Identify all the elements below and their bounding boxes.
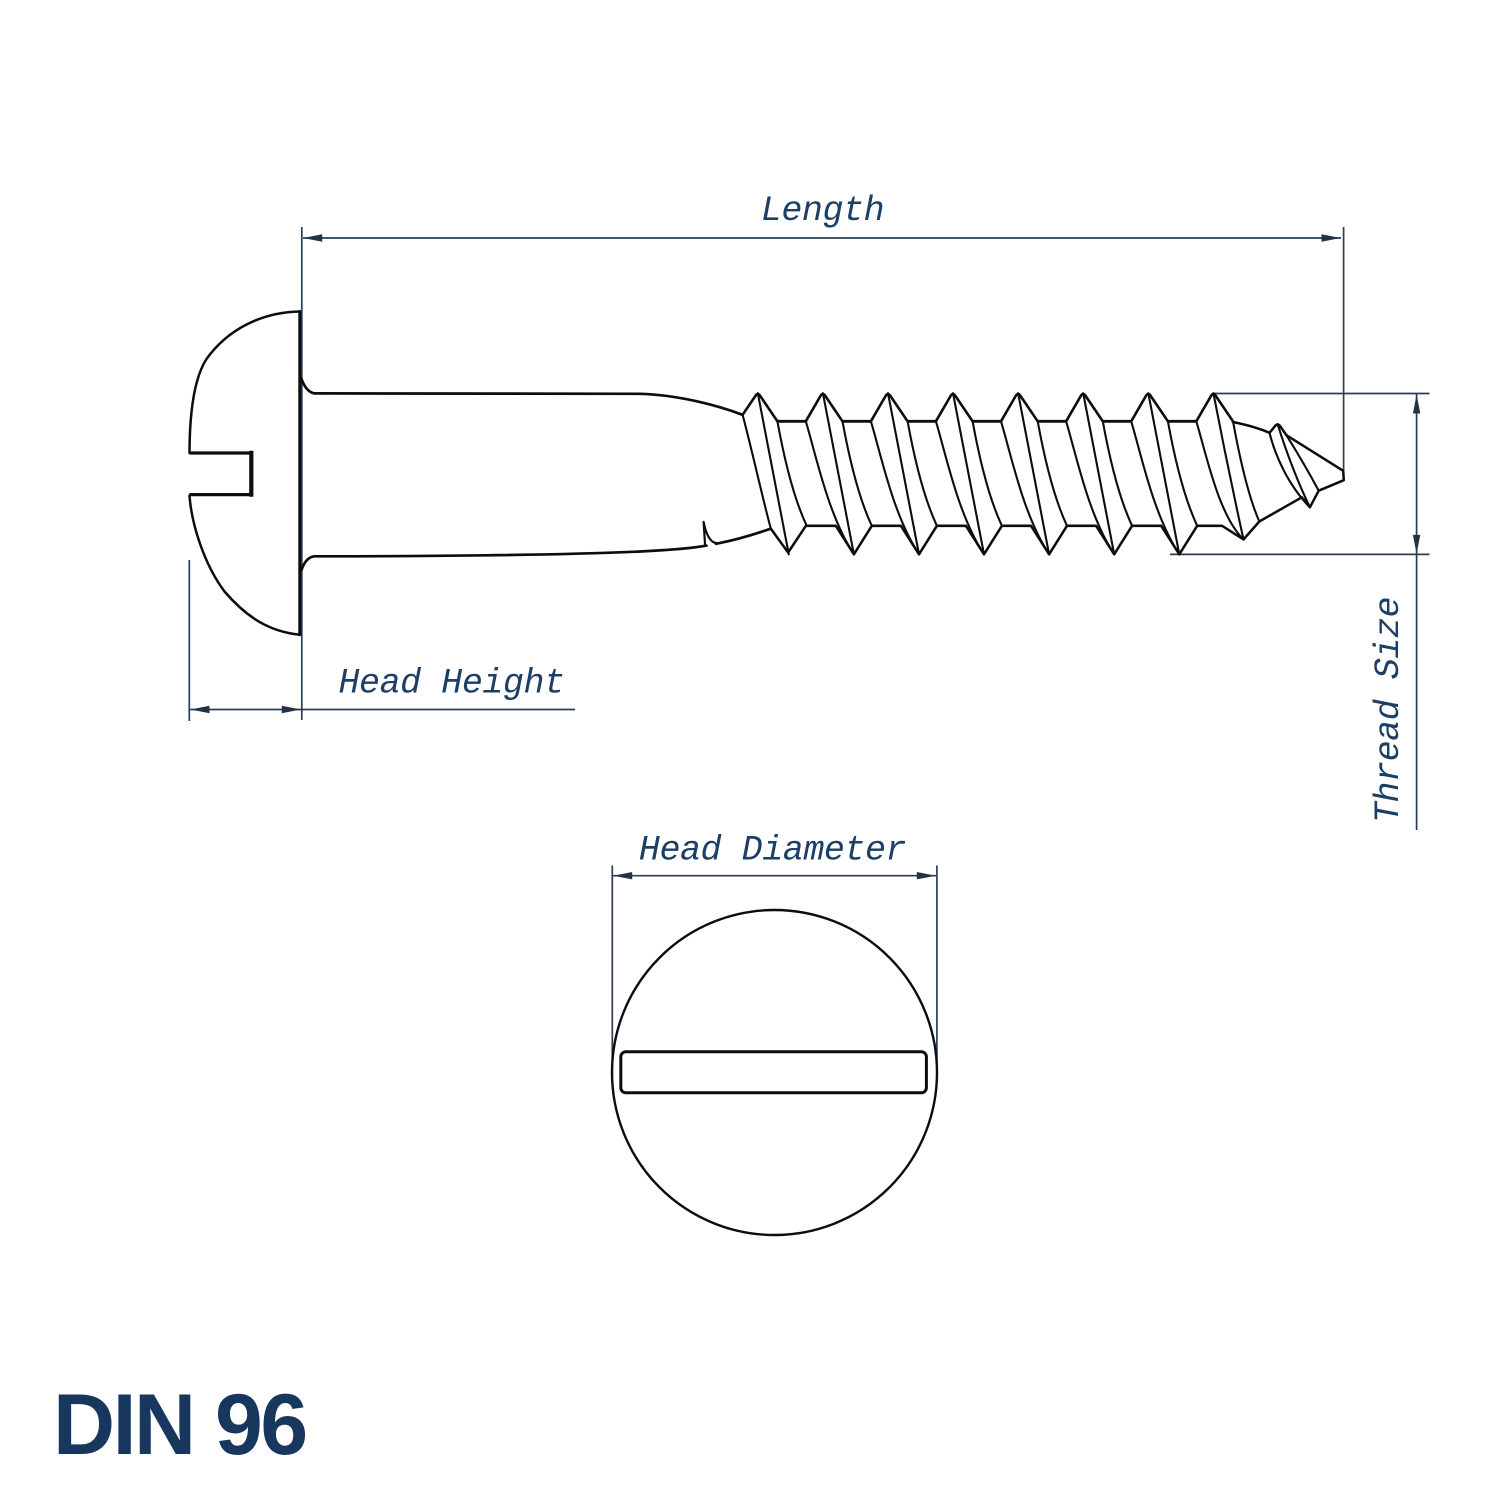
svg-text:Thread Size: Thread Size — [1369, 597, 1409, 823]
svg-text:Head Diameter: Head Diameter — [639, 831, 906, 871]
svg-text:Head Height: Head Height — [339, 664, 565, 704]
svg-text:Length: Length — [761, 191, 884, 231]
svg-text:DIN 96: DIN 96 — [53, 1377, 306, 1473]
